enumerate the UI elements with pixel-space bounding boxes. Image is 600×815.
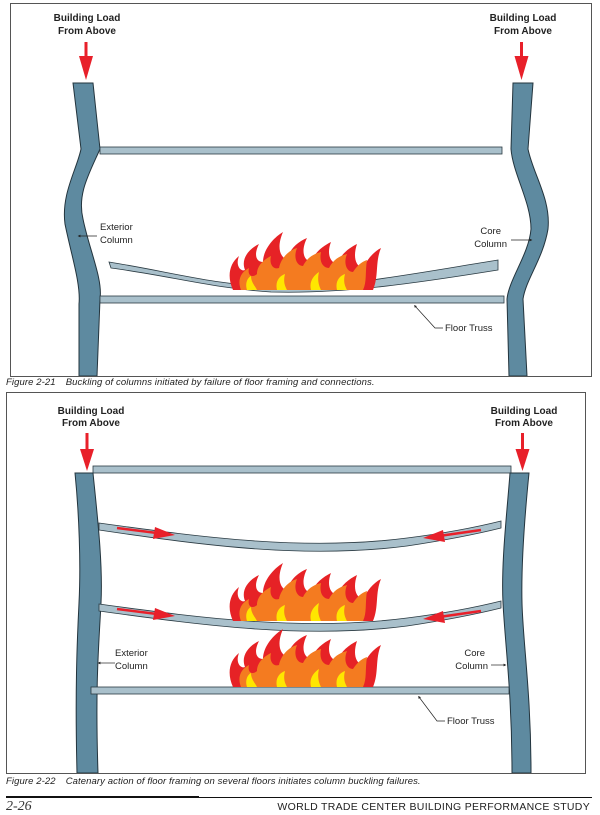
figure-2-22-caption: Figure 2-22 Catenary action of floor fram… — [6, 776, 421, 787]
exterior-column-label-line1: Exterior — [100, 222, 133, 233]
figure-2-21-diagram: Building Load From Above Building Load F… — [54, 13, 557, 376]
exterior-column-label-line2: Column — [100, 235, 133, 246]
figure-2-21-caption-text: Buckling of columns initiated by failure… — [65, 377, 375, 388]
load-label-left-line1: Building Load — [54, 13, 121, 24]
exterior-column-label-line1: Exterior — [115, 648, 148, 659]
core-column — [506, 82, 549, 376]
tension-arrow-floor1-left-icon — [116, 526, 175, 539]
floor-truss-label: Floor Truss — [447, 716, 495, 727]
load-arrow-right-icon — [515, 433, 530, 471]
exterior-column-label-line2: Column — [115, 661, 148, 672]
exterior-column — [74, 472, 102, 773]
figure-2-21-caption-number: Figure 2-21 — [6, 377, 56, 388]
tension-arrow-floor1-right-icon — [423, 528, 482, 542]
load-arrow-left-icon — [79, 42, 93, 80]
core-column-label-line2: Column — [474, 239, 507, 250]
load-arrow-left-icon — [80, 433, 94, 471]
floor-truss-upper — [99, 146, 503, 155]
floor-truss-lower — [90, 686, 510, 695]
floor-truss-lower — [99, 295, 505, 304]
figure-2-22-caption-text: Catenary action of floor framing on seve… — [65, 776, 421, 787]
tension-arrow-floor2-right-icon — [423, 609, 482, 623]
catenary-floor-truss-2 — [98, 600, 502, 632]
figure-2-22-panel: Building Load From Above Building Load F… — [6, 392, 586, 774]
figure-2-22-caption-number: Figure 2-22 — [6, 776, 56, 787]
footer-rule-thick — [6, 796, 199, 798]
floor-truss-top — [92, 465, 512, 474]
load-label-right-line2: From Above — [494, 26, 552, 37]
load-label-right-line2: From Above — [495, 418, 553, 429]
core-column-label-line2: Column — [455, 661, 488, 672]
figure-2-21-panel: Building Load From Above Building Load F… — [10, 3, 592, 377]
footer-rule-thin — [199, 797, 592, 798]
figure-2-22-diagram: Building Load From Above Building Load F… — [58, 406, 558, 773]
fire-icon — [229, 232, 381, 290]
catenary-floor-truss-1 — [98, 520, 502, 552]
core-column-label-line1: Core — [464, 648, 485, 659]
fire-icon-lower — [229, 629, 381, 687]
running-title: WORLD TRADE CENTER BUILDING PERFORMANCE … — [277, 801, 590, 813]
load-label-right-line1: Building Load — [491, 406, 558, 417]
exterior-column — [63, 82, 101, 376]
core-column — [502, 472, 532, 773]
load-arrow-right-icon — [514, 42, 529, 80]
load-label-left-line1: Building Load — [58, 406, 125, 417]
fire-icon-upper — [229, 563, 381, 621]
load-label-right-line1: Building Load — [490, 13, 557, 24]
floor-truss-label: Floor Truss — [445, 323, 493, 334]
load-label-left-line2: From Above — [58, 26, 116, 37]
tension-arrow-floor2-left-icon — [116, 607, 175, 620]
page-number: 2-26 — [6, 799, 32, 814]
load-label-left-line2: From Above — [62, 418, 120, 429]
core-column-label-line1: Core — [480, 226, 501, 237]
figure-2-21-caption: Figure 2-21 Buckling of columns initiated… — [6, 377, 375, 388]
